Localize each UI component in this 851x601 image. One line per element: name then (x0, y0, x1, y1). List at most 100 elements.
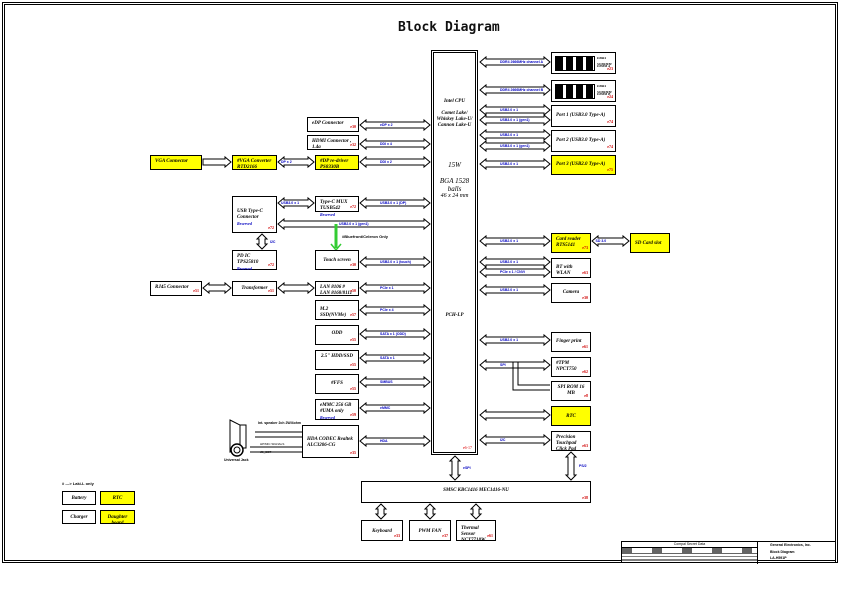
bus-label: USB2.0 x 1 (500, 239, 519, 243)
bus-label: USB2.0 x 1 (gen1) (339, 222, 369, 226)
cpu-block[interactable]: Intel CPU Comet Lake/ Whiskey Lake-U/ Ca… (431, 50, 478, 455)
bus-arrow (448, 455, 462, 481)
bus-arrow (359, 401, 431, 415)
vga-connector-block[interactable]: VGA Connector (150, 155, 202, 170)
page-title: Block Diagram (398, 20, 500, 35)
usb-port1-block[interactable]: Port 1 (USB3.0 Type-A)e74 (551, 105, 616, 127)
bus-label: USB3.0 x 1 (281, 201, 300, 205)
usb-port3-block[interactable]: Port 3 (USB2.0 Type-A)e75 (551, 155, 616, 175)
m2-ssd-block[interactable]: M.2 SSD(NVMe)e57 (315, 300, 359, 320)
bus-label: USB2.0 x 1 (500, 108, 519, 112)
bus-label: USB2.0 x 1 (500, 260, 519, 264)
bus-label: USB2.0 x 1 (touch) (380, 260, 411, 264)
bus-label: USB2.0 x 1 (500, 338, 519, 342)
bus-arrow (591, 234, 630, 248)
bus-arrow (359, 255, 431, 269)
cpu-power: 15W (448, 161, 461, 169)
bus-arrow (479, 55, 551, 69)
legend-daughter-board: Daughter board (100, 510, 135, 526)
bus-arrow (479, 113, 551, 127)
bus-label: SMBUS (380, 380, 393, 384)
bus-label: SPI (500, 363, 506, 367)
bus-arrow (359, 351, 431, 365)
cpu-package: BGA 1528 balls (439, 177, 470, 193)
bus-arrow (479, 128, 551, 142)
cpu-size: 46 x 24 mm (440, 193, 469, 199)
rtc-block[interactable]: RTC (551, 406, 591, 426)
cpu-name: Intel CPU (444, 99, 465, 104)
bus-arrow (359, 118, 431, 132)
bus-label: USB2.0 x 1 (500, 288, 519, 292)
cpu-families: Comet Lake/ Whiskey Lake-U/ Cannon Lake-… (436, 111, 473, 128)
bus-arrow (359, 137, 431, 151)
bus-label: I2C (500, 438, 506, 442)
title-block: Compal Secret Data General Electronics, … (621, 541, 836, 564)
bus-label: USB3.0 x 1 (gen1) (500, 144, 530, 148)
tb-header: Compal Secret Data (622, 542, 757, 548)
bus-arrow (359, 327, 431, 341)
bus-arrow (479, 283, 551, 297)
bus-arrow (479, 358, 551, 372)
bus-label: SATA x 1 (ODD) (380, 332, 406, 336)
sd-card-block[interactable]: SD Card slot (630, 233, 670, 253)
usb-port2-block[interactable]: Port 2 (USB3.0 Type-A)e74 (551, 130, 616, 152)
bus-arrow (359, 196, 431, 210)
tb-company: General Electronics, Inc. (770, 543, 811, 547)
vga-converter-block[interactable]: #VGA Converter RTD2166 (232, 155, 277, 170)
dimm-a-block[interactable]: DDR4 SODIMM DIMM A e23 (551, 52, 616, 74)
bus-arrow (479, 103, 551, 117)
dimm-b-block[interactable]: DDR4 SODIMM DIMM B e24 (551, 80, 616, 102)
bus-arrow (359, 375, 431, 389)
bus-arrow (479, 83, 551, 97)
bus-arrow (359, 155, 431, 169)
page-frame (2, 2, 838, 563)
bus-arrow (479, 408, 551, 422)
page-frame-inner (4, 4, 836, 561)
pch-label: PCH-LP (445, 313, 464, 318)
bus-label: USB3.0 x 1 (DP) (380, 201, 407, 205)
bus-label: PS/2 (579, 464, 587, 468)
bus-arrow (202, 155, 232, 169)
tb-project: LA-H591P (770, 556, 787, 560)
bus-arrow (479, 255, 551, 269)
bluefront-note: #Bluefront/Celeron Only (342, 234, 389, 239)
speaker-label: Int. speaker 2ch 2W/4ohm (258, 421, 302, 425)
jack-signal-label: HP/MIC SIGNALS (260, 442, 285, 446)
memory-icon (555, 84, 595, 99)
bus-arrow (374, 503, 388, 520)
bus-label: SD 3.0 (595, 239, 607, 243)
bus-arrow (359, 303, 431, 317)
bus-arrow (479, 265, 551, 279)
bus-arrow (255, 233, 269, 250)
dp-redriver-block[interactable]: #DP re-driver PS8330B (315, 155, 359, 170)
bus-arrow (359, 281, 431, 295)
bus-label: PCIe x 1 / CNVi (500, 270, 525, 274)
legend-charger: Charger (62, 510, 96, 524)
